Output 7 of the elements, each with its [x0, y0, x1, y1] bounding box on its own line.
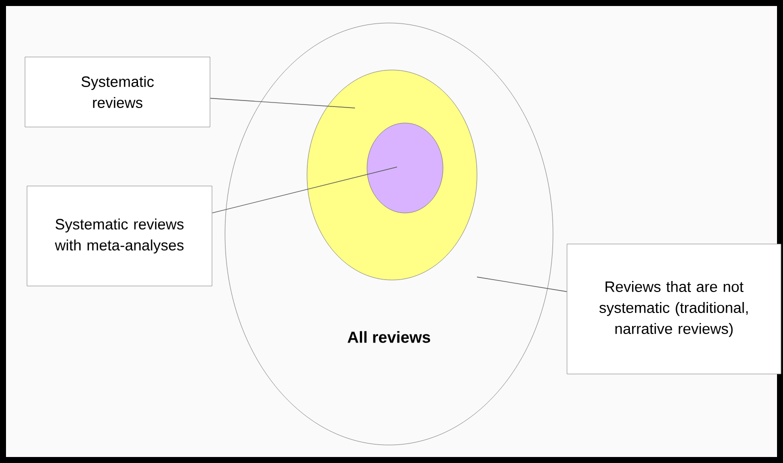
leader-line	[212, 166, 398, 214]
leader-line	[210, 98, 356, 108]
label-box: Reviews that are not systematic (traditional, narrative reviews)	[566, 244, 782, 374]
label-box: Systematic reviews with meta-analyses	[26, 186, 212, 286]
leader-line	[476, 276, 568, 292]
label-box: Systematic reviews	[24, 56, 210, 128]
venn-circle	[366, 122, 444, 214]
